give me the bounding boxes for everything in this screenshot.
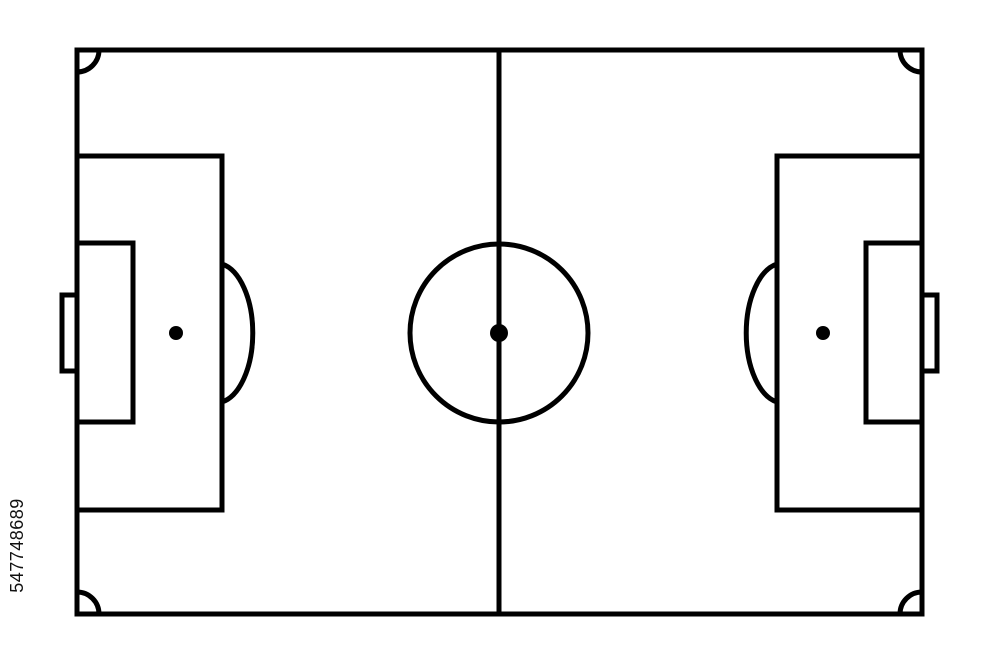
left-penalty-area [74, 153, 225, 513]
right-penalty-spot [816, 326, 830, 340]
right-penalty-area [774, 153, 925, 513]
stock-id-text: 547748689 [6, 497, 27, 593]
right-penalty-arc [743, 261, 778, 405]
left-goal [59, 292, 80, 374]
corner-arc-top-left [76, 49, 102, 75]
stock-id-watermark: 547748689 [4, 430, 30, 660]
center-spot [490, 324, 508, 342]
corner-arc-top-right [897, 49, 923, 75]
right-goal [919, 292, 940, 374]
left-goal-area [74, 240, 136, 425]
right-goal-area [863, 240, 925, 425]
center-circle [407, 241, 591, 425]
left-penalty-arc [221, 261, 256, 405]
corner-arc-bottom-left [76, 589, 102, 615]
corner-arc-bottom-right [897, 589, 923, 615]
left-penalty-spot [169, 326, 183, 340]
